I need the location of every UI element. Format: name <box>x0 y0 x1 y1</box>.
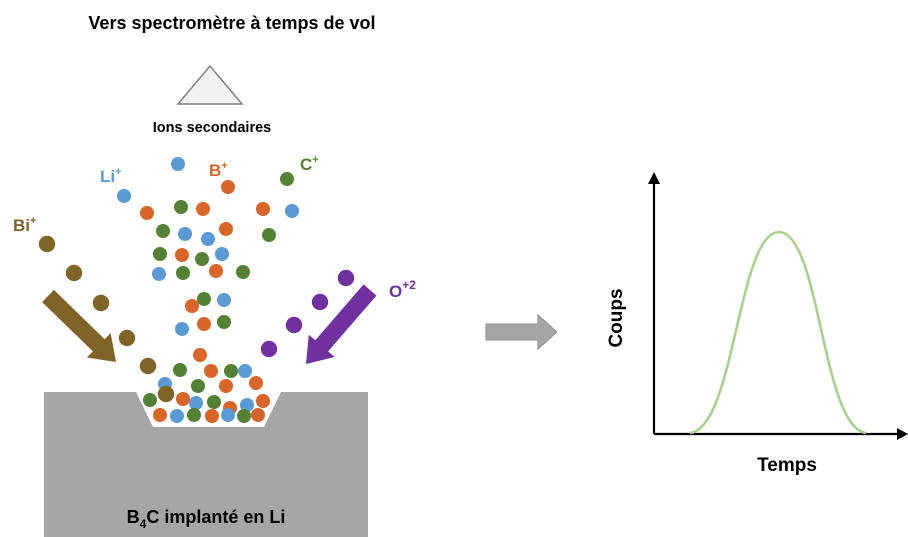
c-ion-particle <box>236 265 250 279</box>
li-ion-particle <box>175 322 189 336</box>
bi-ion-particle <box>38 235 56 253</box>
y-axis-arrowhead <box>648 172 660 184</box>
b-ion-particle <box>185 299 199 313</box>
o-ion-charge: +2 <box>402 278 416 292</box>
x-axis-arrowhead <box>897 428 908 440</box>
c-ion-particle <box>224 364 238 378</box>
c-ion-symbol: C <box>300 155 312 174</box>
c-ion-particle <box>195 252 209 266</box>
c-ion-particle <box>153 247 167 261</box>
sample-label-subscript: 4 <box>140 517 147 531</box>
li-ion-particle <box>285 204 299 218</box>
li-ion-particle <box>238 364 252 378</box>
c-ion-particle <box>262 228 276 242</box>
secondary-ions-label: Ions secondaires <box>153 120 271 136</box>
c-ion-particle <box>207 395 221 409</box>
detector-triangle <box>176 64 244 105</box>
b-ion-particle <box>153 408 167 422</box>
sample-label: B4C implanté en Li <box>127 507 286 531</box>
o-ion-particle <box>285 316 303 334</box>
y-axis-label: Coups <box>606 288 627 347</box>
c-ion-particle <box>173 363 187 377</box>
bi-beam-arrow <box>42 289 116 362</box>
b-ion-particle <box>140 206 154 220</box>
title: Vers spectromètre à temps de vol <box>88 13 375 33</box>
li-ion-charge: + <box>115 166 121 178</box>
li-ion-particle <box>117 189 131 203</box>
b-ion-label: B+ <box>209 160 228 180</box>
li-ion-particle <box>189 396 203 410</box>
o-ion-particle <box>260 340 278 358</box>
ion-particles <box>38 157 355 423</box>
b-ion-symbol: B <box>209 161 221 180</box>
b-ion-particle <box>175 248 189 262</box>
c-ion-particle <box>143 393 157 407</box>
li-ion-particle <box>201 232 215 246</box>
li-ion-particle <box>217 293 231 307</box>
li-ion-particle <box>215 247 229 261</box>
bi-ion-particle <box>118 329 136 347</box>
b-ion-particle <box>204 364 218 378</box>
b-ion-particle <box>221 180 235 194</box>
b-ion-particle <box>251 408 265 422</box>
b-ion-particle <box>256 202 270 216</box>
b-ion-particle <box>249 376 263 390</box>
o-ion-particle <box>311 293 329 311</box>
c-ion-particle <box>237 409 251 423</box>
li-ion-symbol: Li <box>100 167 115 186</box>
b-ion-particle <box>219 222 233 236</box>
bi-ion-particle <box>92 294 110 312</box>
c-ion-particle <box>191 379 205 393</box>
li-ion-particle <box>221 408 235 422</box>
bi-ion-particle <box>65 264 83 282</box>
bi-ion-particle <box>157 385 175 403</box>
c-ion-particle <box>174 200 188 214</box>
sample-block <box>44 392 368 537</box>
signal-curve <box>689 230 867 435</box>
bi-ion-charge: + <box>30 215 36 227</box>
ion-count-graph: Coups Temps <box>606 172 908 476</box>
b-ion-particle <box>197 317 211 331</box>
c-ion-particle <box>187 408 201 422</box>
b-ion-particle <box>256 394 270 408</box>
b-ion-particle <box>176 392 190 406</box>
c-ion-particle <box>197 292 211 306</box>
li-ion-label: Li+ <box>100 166 122 186</box>
c-ion-particle <box>217 315 231 329</box>
x-axis-label: Temps <box>757 455 817 476</box>
c-ion-label: C+ <box>300 154 319 174</box>
bi-ion-symbol: Bi <box>13 216 30 235</box>
li-ion-particle <box>178 227 192 241</box>
b-ion-particle <box>193 348 207 362</box>
b-ion-particle <box>219 379 233 393</box>
c-ion-particle <box>280 172 294 186</box>
bi-ion-particle <box>139 357 157 375</box>
sample-label-rest: C implanté en Li <box>146 507 285 527</box>
c-ion-particle <box>176 266 190 280</box>
o-ion-symbol: O <box>389 282 402 301</box>
li-ion-particle <box>170 409 184 423</box>
sample-label-base: B <box>127 507 140 527</box>
o-ion-particle <box>337 269 355 287</box>
li-ion-particle <box>240 398 254 412</box>
bi-ion-label: Bi+ <box>13 215 36 235</box>
b-ion-charge: + <box>221 160 227 172</box>
li-ion-particle <box>152 267 166 281</box>
c-ion-particle <box>156 224 170 238</box>
li-ion-particle <box>171 157 185 171</box>
b-ion-particle <box>205 409 219 423</box>
b-ion-particle <box>209 264 223 278</box>
c-ion-charge: + <box>312 154 318 166</box>
o-ion-label: O+2 <box>389 278 416 301</box>
o-beam-arrow <box>306 284 377 364</box>
b-ion-particle <box>196 202 210 216</box>
process-arrow <box>485 313 558 351</box>
